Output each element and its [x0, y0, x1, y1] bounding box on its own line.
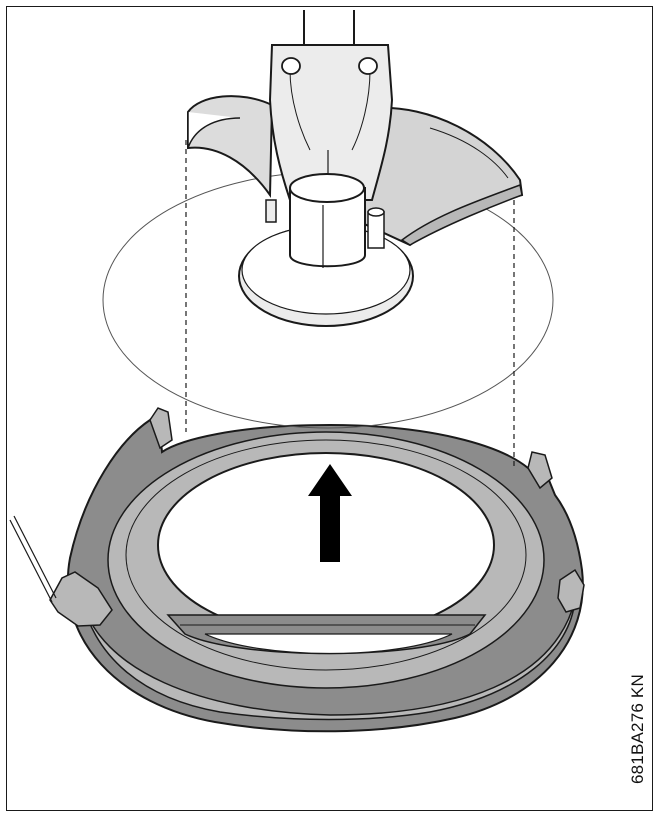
deflector-left-latch — [49, 571, 113, 627]
gear-head — [268, 44, 394, 201]
deflector-left-tab — [149, 407, 173, 450]
deflector-inner-ring-edge — [125, 439, 527, 671]
deflector-ring — [9, 407, 585, 733]
cutting-attachment-guard — [187, 10, 524, 327]
deflector-right-latch — [557, 568, 585, 613]
disc-hub — [289, 187, 366, 268]
deflector-right-tab — [527, 451, 553, 490]
deflector-slot-window — [204, 633, 453, 655]
deflector-lower-band — [81, 599, 576, 721]
up-arrow-icon — [308, 464, 352, 562]
figure-code: 681BA276 KN — [628, 674, 647, 784]
guard-left-wing — [187, 95, 274, 199]
